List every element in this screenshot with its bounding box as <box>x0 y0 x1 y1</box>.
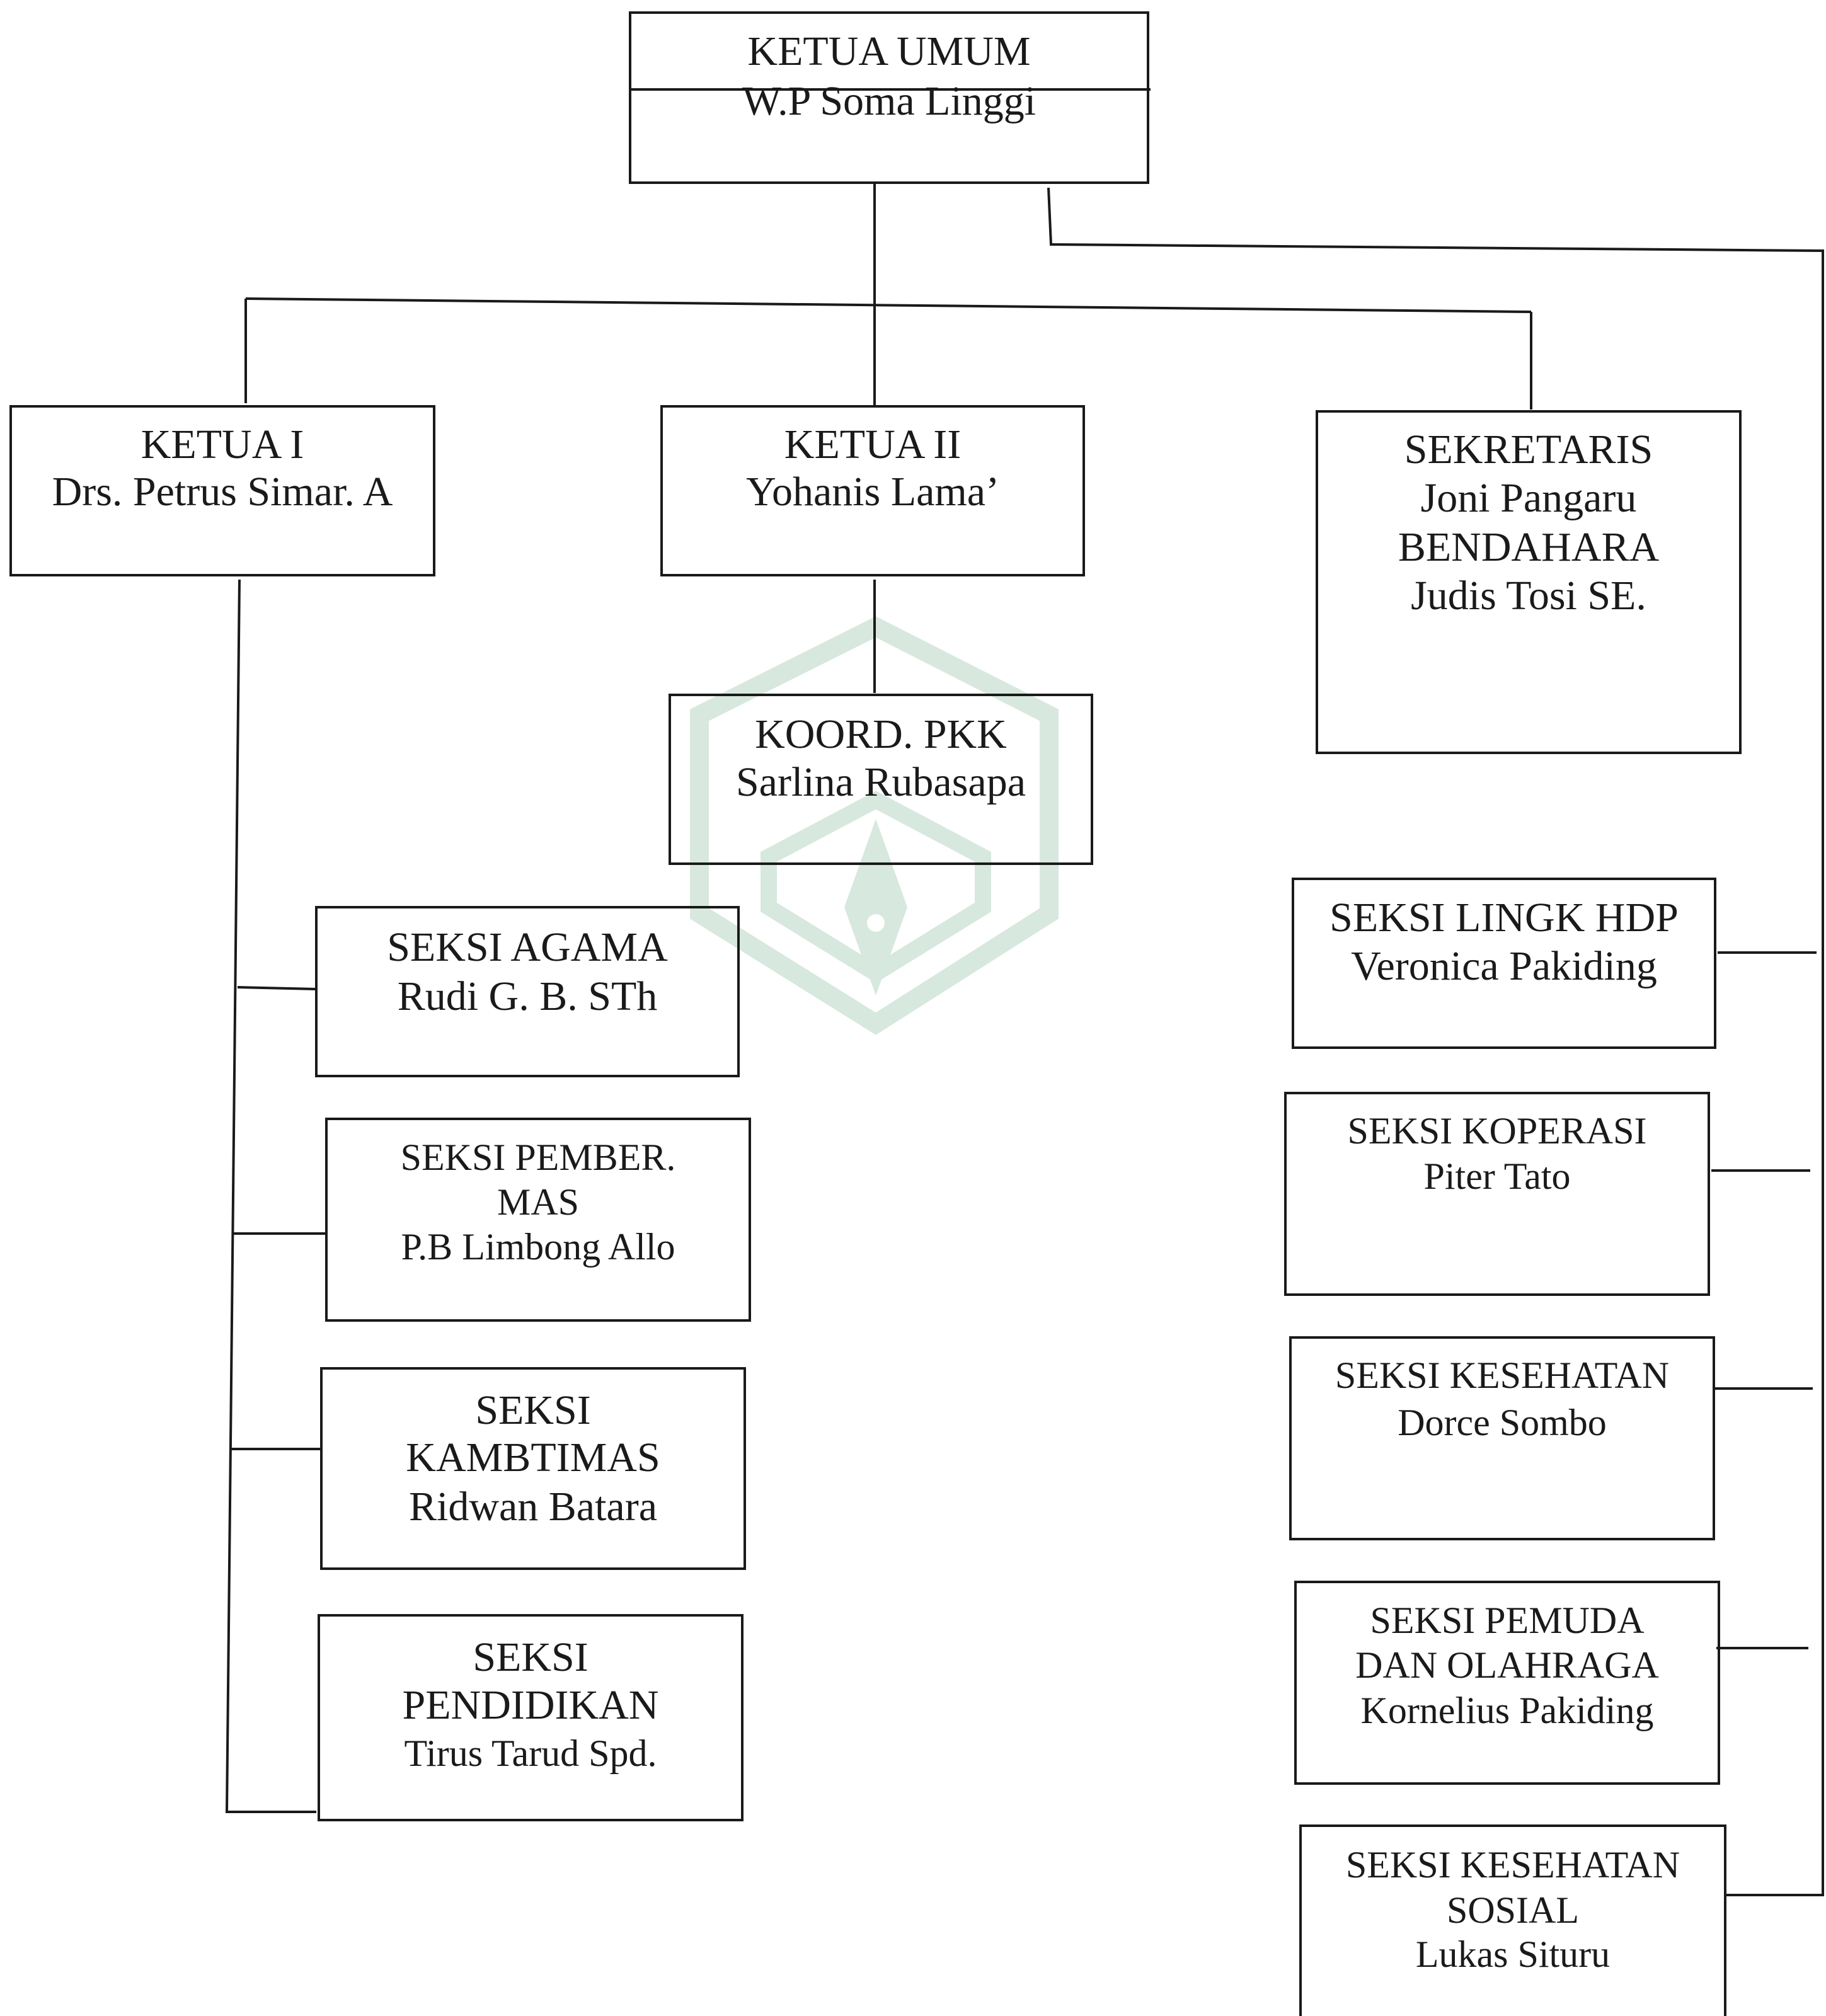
node-ketua-umum: KETUA UMUM W.P Soma Linggi <box>629 11 1149 184</box>
node-ketua-1-title: KETUA I <box>141 421 304 467</box>
node-seksi-lingk: SEKSI LINGK HDP Veronica Pakiding <box>1292 878 1716 1049</box>
node-seksi-pember: SEKSI PEMBER. MAS P.B Limbong Allo <box>325 1118 751 1322</box>
node-ketua-2-title: KETUA II <box>784 421 961 467</box>
node-seksi-koperasi: SEKSI KOPERASI Piter Tato <box>1284 1092 1710 1296</box>
node-seksi-kambtimas-title-1: SEKSI <box>475 1387 590 1433</box>
node-ketua-umum-name: W.P Soma Linggi <box>742 78 1036 124</box>
node-seksi-kesehatan: SEKSI KESEHATAN Dorce Sombo <box>1289 1336 1715 1540</box>
node-ketua-2-name: Yohanis Lama’ <box>746 469 999 515</box>
node-seksi-lingk-name: Veronica Pakiding <box>1351 943 1657 989</box>
node-seksi-pendidikan-title-1: SEKSI <box>473 1634 588 1680</box>
node-seksi-pemuda-title-1: SEKSI PEMUDA <box>1370 1600 1644 1641</box>
node-ketua-umum-title: KETUA UMUM <box>747 28 1030 74</box>
connector-lines <box>225 88 1824 1896</box>
node-seksi-pendidikan: SEKSI PENDIDIKAN Tirus Tarud Spd. <box>318 1614 744 1821</box>
node-seksi-kesehatan-title: SEKSI KESEHATAN <box>1335 1354 1669 1396</box>
node-seksi-pember-title-1: SEKSI PEMBER. <box>401 1137 676 1178</box>
node-seksi-koperasi-title: SEKSI KOPERASI <box>1347 1110 1646 1152</box>
node-seksi-pendidikan-title-2: PENDIDIKAN <box>403 1682 659 1728</box>
node-seksi-agama-name: Rudi G. B. STh <box>398 973 658 1019</box>
node-sekretaris-title: SEKRETARIS <box>1404 427 1653 472</box>
node-koord-pkk-title: KOORD. PKK <box>755 711 1007 757</box>
node-seksi-pemuda: SEKSI PEMUDA DAN OLAHRAGA Kornelius Paki… <box>1294 1581 1720 1785</box>
node-seksi-pemuda-name: Kornelius Pakiding <box>1361 1690 1654 1731</box>
node-koord-pkk: KOORD. PKK Sarlina Rubasapa <box>669 694 1093 865</box>
node-koord-pkk-name: Sarlina Rubasapa <box>736 759 1026 805</box>
node-seksi-pember-title-2: MAS <box>497 1181 579 1223</box>
node-seksi-kesehatan-sosial-title-1: SEKSI KESEHATAN <box>1346 1844 1680 1886</box>
node-seksi-pember-name: P.B Limbong Allo <box>401 1226 675 1268</box>
node-seksi-agama-title: SEKSI AGAMA <box>387 924 668 970</box>
node-bendahara-title: BENDAHARA <box>1398 524 1660 570</box>
node-seksi-kesehatan-sosial: SEKSI KESEHATAN SOSIAL Lukas Situru <box>1299 1824 1726 2016</box>
node-seksi-kambtimas-name: Ridwan Batara <box>409 1484 657 1530</box>
node-seksi-pemuda-title-2: DAN OLAHRAGA <box>1355 1644 1659 1686</box>
node-seksi-kambtimas: SEKSI KAMBTIMAS Ridwan Batara <box>320 1367 746 1570</box>
node-ketua-1-name: Drs. Petrus Simar. A <box>52 469 393 515</box>
node-seksi-pendidikan-name: Tirus Tarud Spd. <box>405 1732 657 1774</box>
node-bendahara-name: Judis Tosi SE. <box>1411 573 1646 619</box>
node-seksi-kesehatan-name: Dorce Sombo <box>1398 1402 1607 1443</box>
node-seksi-koperasi-name: Piter Tato <box>1424 1155 1571 1197</box>
node-seksi-agama: SEKSI AGAMA Rudi G. B. STh <box>315 906 740 1077</box>
node-ketua-1: KETUA I Drs. Petrus Simar. A <box>9 405 435 576</box>
node-seksi-kambtimas-title-2: KAMBTIMAS <box>406 1435 660 1480</box>
node-seksi-kesehatan-sosial-title-2: SOSIAL <box>1447 1889 1579 1931</box>
node-ketua-2: KETUA II Yohanis Lama’ <box>660 405 1085 576</box>
node-sekretaris: SEKRETARIS Joni Pangaru BENDAHARA Judis … <box>1316 410 1742 754</box>
node-sekretaris-name: Joni Pangaru <box>1421 475 1637 521</box>
node-seksi-lingk-title: SEKSI LINGK HDP <box>1329 895 1679 941</box>
node-seksi-kesehatan-sosial-name: Lukas Situru <box>1416 1933 1610 1975</box>
